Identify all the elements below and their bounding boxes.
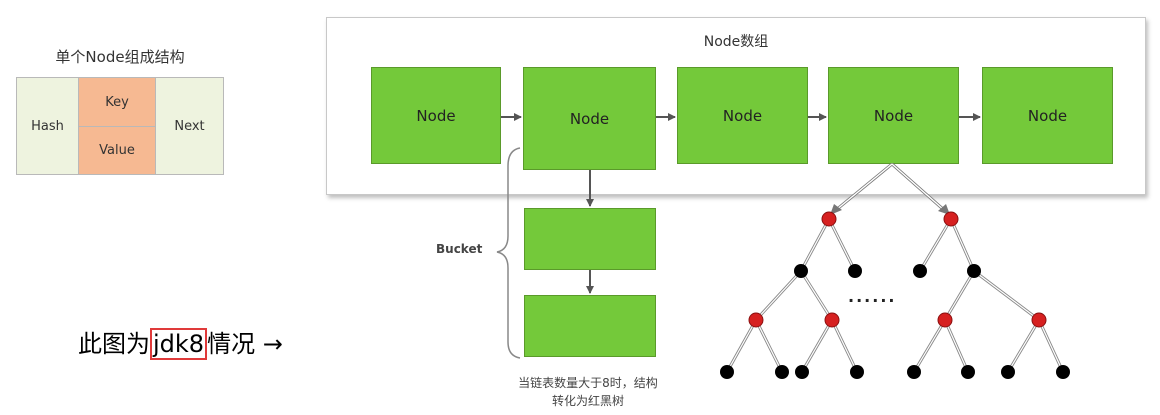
tree-conversion-arrows (835, 162, 945, 212)
treeify-note-line-1: 当链表数量大于8时，结构 (518, 376, 658, 390)
treeify-note-line-2: 转化为红黑树 (551, 394, 624, 408)
tree-black-nodes (720, 264, 1070, 379)
array-node-4: Node (828, 67, 959, 164)
bucket-brace (496, 147, 521, 359)
array-node-2: Node (523, 67, 656, 170)
treeify-note: 当链表数量大于8时，结构 转化为红黑树 (478, 374, 698, 410)
next-cell: Next (155, 77, 224, 175)
tree-red-nodes (748, 211, 1047, 328)
value-cell: Value (78, 126, 156, 175)
array-node-3: Node (677, 67, 808, 164)
node-structure-title: 单个Node组成结构 (55, 48, 185, 66)
caption-suffix: 情况 → (207, 330, 283, 358)
jdk-version-highlight: jdk8 (150, 328, 208, 360)
bucket-label: Bucket (436, 242, 483, 256)
array-node-1: Node (371, 67, 501, 164)
bucket-node-1 (524, 208, 656, 270)
node-array-title: Node数组 (703, 34, 769, 50)
array-node-5: Node (982, 67, 1113, 164)
caption-prefix: 此图为 (78, 330, 150, 358)
tree-ellipsis: ...... (848, 287, 897, 306)
bucket-node-2 (524, 295, 656, 357)
